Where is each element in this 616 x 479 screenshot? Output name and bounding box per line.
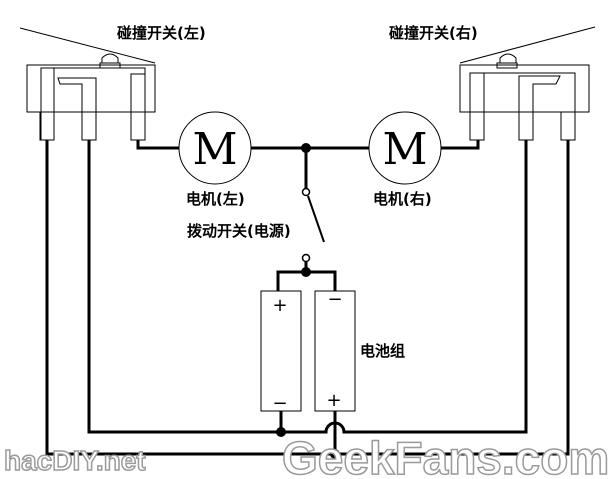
junctions bbox=[276, 143, 340, 459]
watermark-hacdiy: hacDIY.net bbox=[4, 445, 146, 476]
battery-left-minus: − bbox=[272, 393, 287, 414]
battery-right-plus: + bbox=[326, 390, 341, 411]
label-switch-left: 碰撞开关(左) bbox=[117, 24, 206, 42]
battery-right-minus: − bbox=[327, 289, 342, 310]
battery-left bbox=[260, 290, 302, 412]
label-power-switch: 拨动开关(电源) bbox=[187, 222, 291, 240]
limit-switch-left bbox=[19, 27, 156, 141]
motor-right-symbol: M bbox=[382, 124, 427, 175]
battery-right bbox=[314, 290, 356, 412]
limit-switch-right bbox=[459, 26, 596, 141]
motor-left bbox=[178, 111, 252, 185]
motor-left-symbol: M bbox=[192, 124, 237, 175]
wires bbox=[45, 140, 570, 456]
label-battery-pack: 电池组 bbox=[360, 342, 405, 360]
watermark-geekfans: GeekFans.com bbox=[282, 432, 609, 479]
motor-right bbox=[368, 111, 442, 185]
label-motor-left: 电机(左) bbox=[186, 190, 245, 208]
label-switch-right: 碰撞开关(右) bbox=[389, 24, 478, 42]
label-motor-right: 电机(右) bbox=[373, 190, 432, 208]
power-switch-symbol bbox=[301, 187, 325, 263]
battery-left-plus: + bbox=[272, 295, 287, 316]
